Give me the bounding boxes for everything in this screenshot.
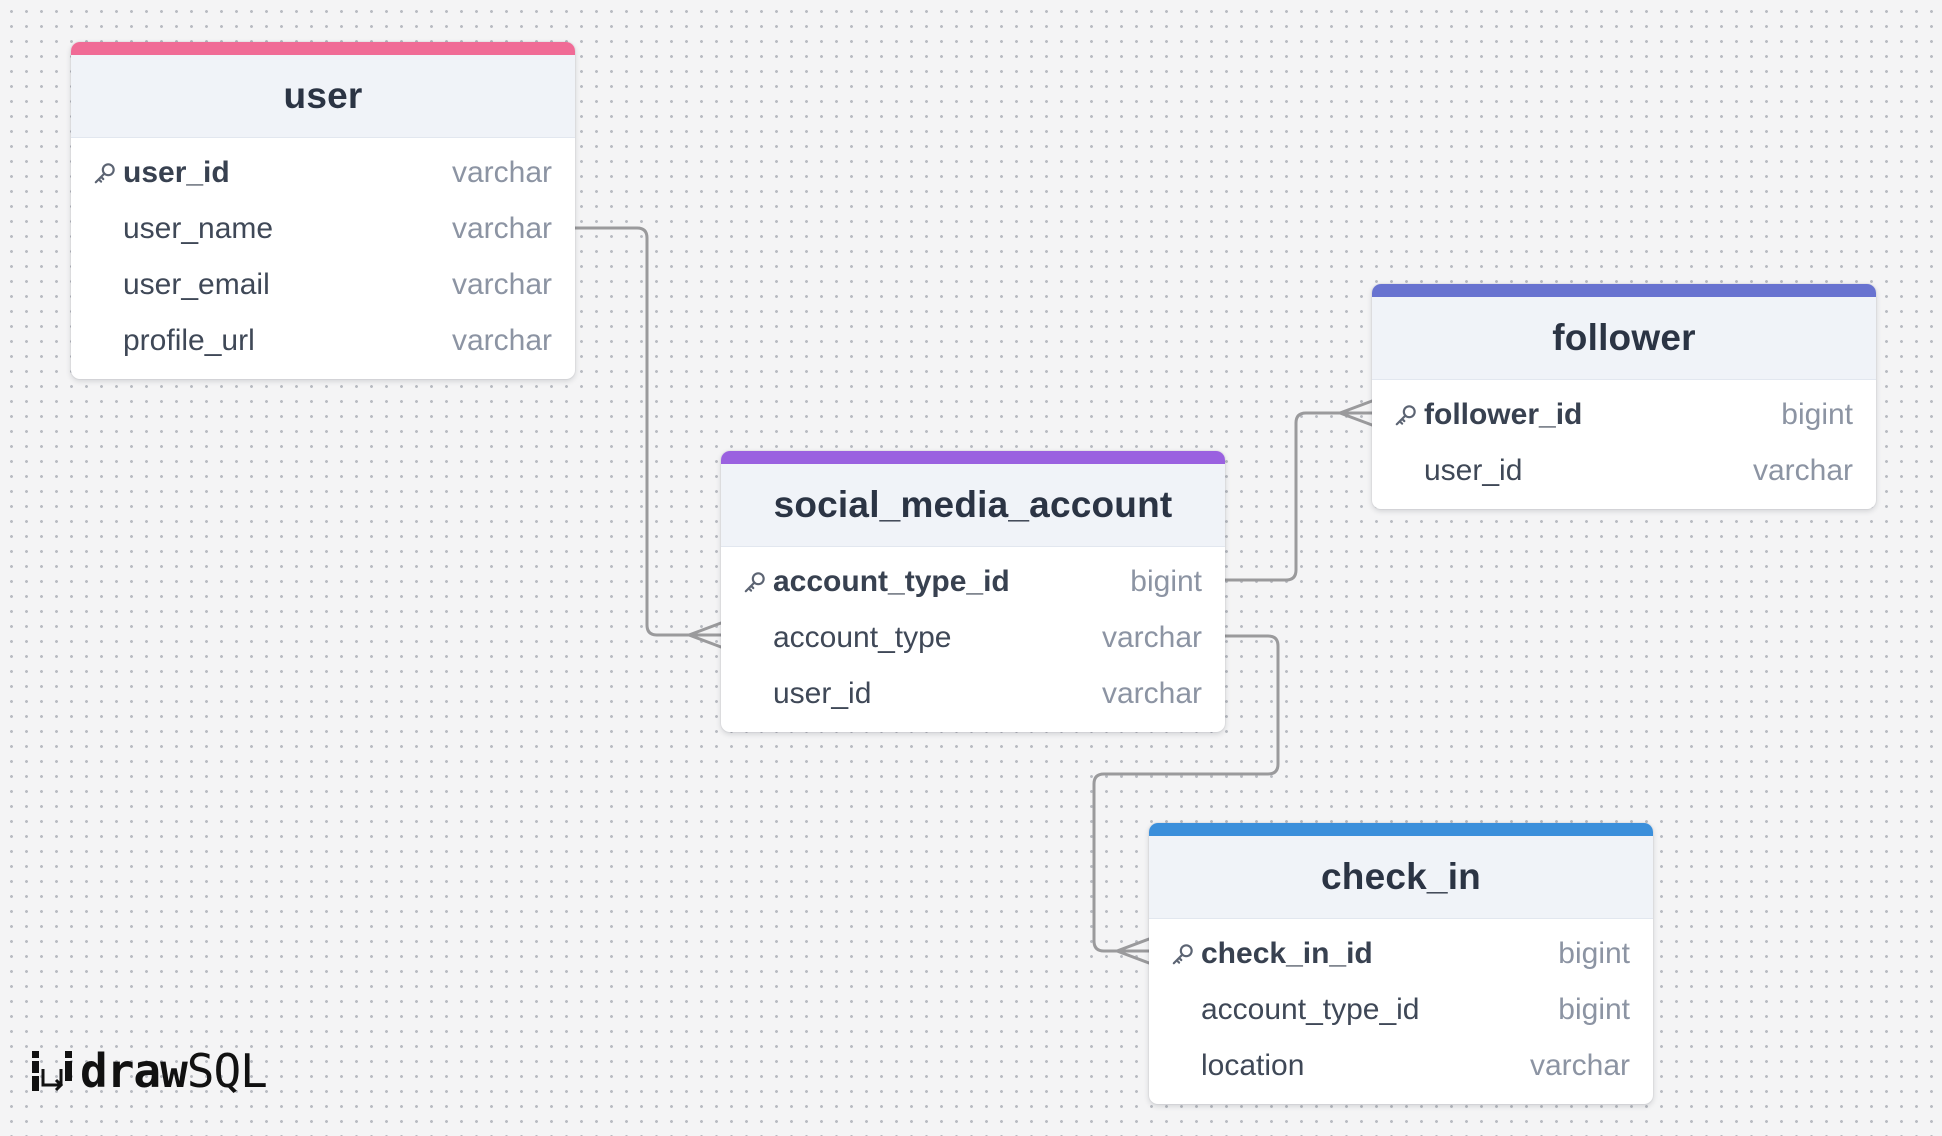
column-type: varchar: [451, 268, 552, 301]
column-name: account_type_id: [773, 565, 1010, 598]
table-color-bar: [721, 451, 1225, 464]
table-color-bar: [71, 42, 575, 55]
column-type: bigint: [1781, 398, 1853, 431]
table-social-media-account[interactable]: social_media_account account_type_id big…: [721, 451, 1225, 732]
table-title[interactable]: user: [71, 55, 575, 138]
column-type: varchar: [1101, 621, 1202, 654]
column-row[interactable]: user_email varchar: [71, 257, 575, 313]
column-row[interactable]: user_id varchar: [721, 666, 1225, 722]
table-check-in[interactable]: check_in check_in_id bigint account_type…: [1149, 823, 1653, 1104]
column-row[interactable]: check_in_id bigint: [1149, 926, 1653, 982]
column-name: follower_id: [1424, 398, 1583, 431]
column-list: account_type_id bigint account_type varc…: [721, 547, 1225, 732]
column-row[interactable]: location varchar: [1149, 1038, 1653, 1094]
column-name: check_in_id: [1201, 937, 1373, 970]
key-icon: [1393, 400, 1424, 430]
logo-text-sql: SQL: [186, 1044, 268, 1098]
column-name: user_id: [1424, 454, 1523, 487]
relationship-line-social-media-account-to-follower[interactable]: [1223, 411, 1374, 582]
column-row[interactable]: follower_id bigint: [1372, 387, 1876, 443]
column-row[interactable]: account_type_id bigint: [1149, 982, 1653, 1038]
crows-foot-many-icon: [687, 621, 723, 649]
column-type: varchar: [1752, 454, 1853, 487]
logo-text-draw: draw: [80, 1044, 188, 1098]
column-type: bigint: [1130, 565, 1202, 598]
table-color-bar: [1372, 284, 1876, 297]
column-name: user_id: [773, 677, 872, 710]
key-icon: [742, 567, 773, 597]
column-type: bigint: [1558, 937, 1630, 970]
column-type: varchar: [451, 324, 552, 357]
column-name: user_email: [123, 268, 270, 301]
table-follower[interactable]: follower follower_id bigint user_id varc…: [1372, 284, 1876, 509]
column-row[interactable]: user_name varchar: [71, 201, 575, 257]
table-user[interactable]: user user_id varchar user_name varchar u…: [71, 42, 575, 379]
column-row[interactable]: user_id varchar: [71, 145, 575, 201]
crows-foot-many-icon: [1115, 937, 1151, 965]
table-title[interactable]: follower: [1372, 297, 1876, 380]
table-color-bar: [1149, 823, 1653, 836]
key-icon: [1170, 939, 1201, 969]
column-name: location: [1201, 1049, 1305, 1082]
column-name: user_id: [123, 156, 230, 189]
column-name: profile_url: [123, 324, 255, 357]
column-type: varchar: [1101, 677, 1202, 710]
drawsql-logo-icon: [32, 1051, 72, 1092]
column-row[interactable]: profile_url varchar: [71, 313, 575, 369]
column-name: account_type_id: [1201, 993, 1420, 1026]
column-list: check_in_id bigint account_type_id bigin…: [1149, 919, 1653, 1104]
table-title[interactable]: check_in: [1149, 836, 1653, 919]
column-type: varchar: [451, 156, 552, 189]
crows-foot-many-icon: [1338, 399, 1374, 427]
relationship-line-user-to-social-media-account[interactable]: [573, 226, 723, 637]
column-list: follower_id bigint user_id varchar: [1372, 380, 1876, 509]
column-type: varchar: [1529, 1049, 1630, 1082]
column-type: bigint: [1558, 993, 1630, 1026]
column-name: account_type: [773, 621, 952, 654]
column-row[interactable]: account_type varchar: [721, 610, 1225, 666]
column-name: user_name: [123, 212, 274, 245]
table-title[interactable]: social_media_account: [721, 464, 1225, 547]
drawsql-logo: draw SQL: [30, 1044, 268, 1098]
column-list: user_id varchar user_name varchar user_e…: [71, 138, 575, 379]
key-icon: [92, 158, 123, 188]
column-type: varchar: [451, 212, 552, 245]
column-row[interactable]: account_type_id bigint: [721, 554, 1225, 610]
column-row[interactable]: user_id varchar: [1372, 443, 1876, 499]
